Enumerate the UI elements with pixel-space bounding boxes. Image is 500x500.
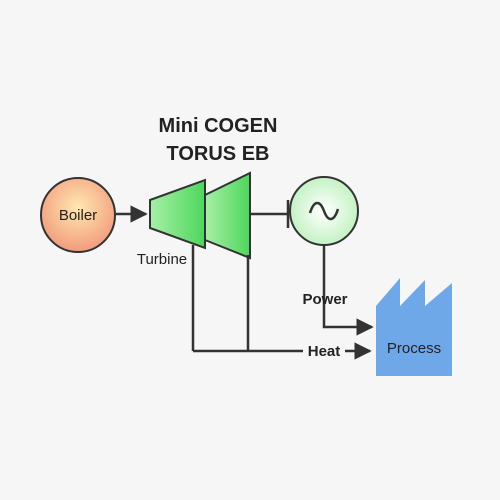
- boiler-label: Boiler: [59, 207, 97, 224]
- turbine-label: Turbine: [137, 251, 187, 268]
- power-line: [322, 245, 374, 336]
- boiler-node: Boiler: [40, 177, 116, 253]
- process-label: Process: [387, 340, 441, 357]
- turbine-node: [149, 171, 251, 260]
- power-label: Power: [302, 291, 347, 308]
- heat-label: Heat: [308, 343, 341, 360]
- generator-sine-icon: [308, 201, 340, 221]
- generator-node: [289, 176, 359, 246]
- diagram-title-line1: Mini COGEN: [159, 115, 278, 137]
- diagram-title-line2: TORUS EB: [167, 143, 270, 165]
- heat-label-bg: [303, 340, 345, 360]
- process-factory-icon: [376, 278, 452, 376]
